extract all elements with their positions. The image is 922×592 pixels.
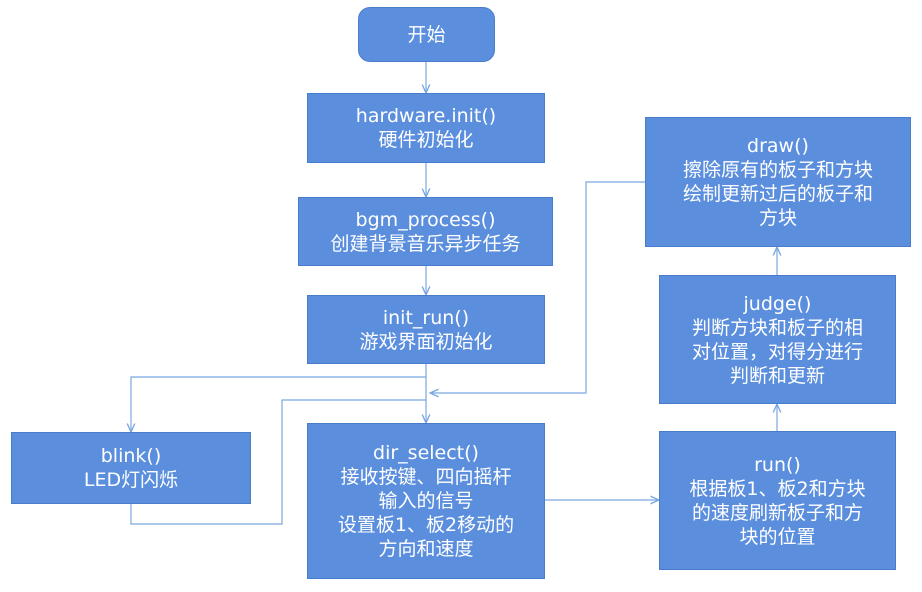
arrow-to-blink (131, 376, 426, 432)
node-draw-line-2: 绘制更新过后的板子和 (682, 183, 873, 205)
node-draw: draw() 擦除原有的板子和方块 绘制更新过后的板子和 方块 (645, 117, 911, 247)
node-draw-line-1: 擦除原有的板子和方块 (682, 159, 873, 181)
node-blink-line-0: blink() (100, 445, 162, 467)
node-run-line-0: run() (754, 453, 801, 476)
node-init-run: init_run() 游戏界面初始化 (307, 295, 545, 364)
node-dir-select-line-1: 接收按键、四向摇杆 (340, 466, 512, 488)
node-blink: blink() LED灯闪烁 (11, 432, 251, 504)
node-hardware-init: hardware.init() 硬件初始化 (307, 93, 545, 163)
node-hardware-init-line-0: hardware.init() (355, 105, 497, 127)
node-run-line-1: 根据板1、板2和方块 (689, 477, 866, 500)
node-judge-line-1: 判断方块和板子的相 (691, 316, 863, 339)
node-init-run-line-1: 游戏界面初始化 (359, 330, 493, 353)
node-judge-line-0: judge() (743, 292, 812, 315)
node-start: 开始 (358, 7, 495, 62)
node-dir-select-line-2: 输入的信号 (378, 490, 474, 512)
node-dir-select-line-3: 设置板1、板2移动的 (337, 514, 515, 536)
node-judge-line-2: 对位置，对得分进行 (691, 340, 863, 363)
node-bgm-process-line-1: 创建背景音乐异步任务 (330, 232, 521, 255)
node-hardware-init-line-1: 硬件初始化 (378, 129, 474, 151)
node-start-line-0: 开始 (407, 23, 446, 46)
node-run: run() 根据板1、板2和方块 的速度刷新板子和方 块的位置 (659, 431, 896, 570)
node-dir-select: dir_select() 接收按键、四向摇杆 输入的信号 设置板1、板2移动的 … (307, 423, 545, 579)
node-bgm-process: bgm_process() 创建背景音乐异步任务 (298, 197, 553, 266)
arrow-draw-loop (430, 181, 645, 393)
node-draw-line-0: draw() (747, 135, 809, 157)
node-judge-line-3: 判断和更新 (729, 364, 825, 387)
line-blink-loop (130, 399, 426, 525)
node-run-line-2: 的速度刷新板子和方 (691, 501, 863, 524)
node-draw-line-3: 方块 (758, 207, 797, 229)
node-run-line-3: 块的位置 (739, 525, 816, 548)
node-dir-select-line-4: 方向和速度 (378, 538, 474, 560)
node-dir-select-line-0: dir_select() (373, 442, 479, 464)
node-judge: judge() 判断方块和板子的相 对位置，对得分进行 判断和更新 (659, 275, 896, 404)
node-bgm-process-line-0: bgm_process() (355, 208, 496, 231)
node-blink-line-1: LED灯闪烁 (83, 469, 179, 491)
node-init-run-line-0: init_run() (382, 306, 470, 329)
